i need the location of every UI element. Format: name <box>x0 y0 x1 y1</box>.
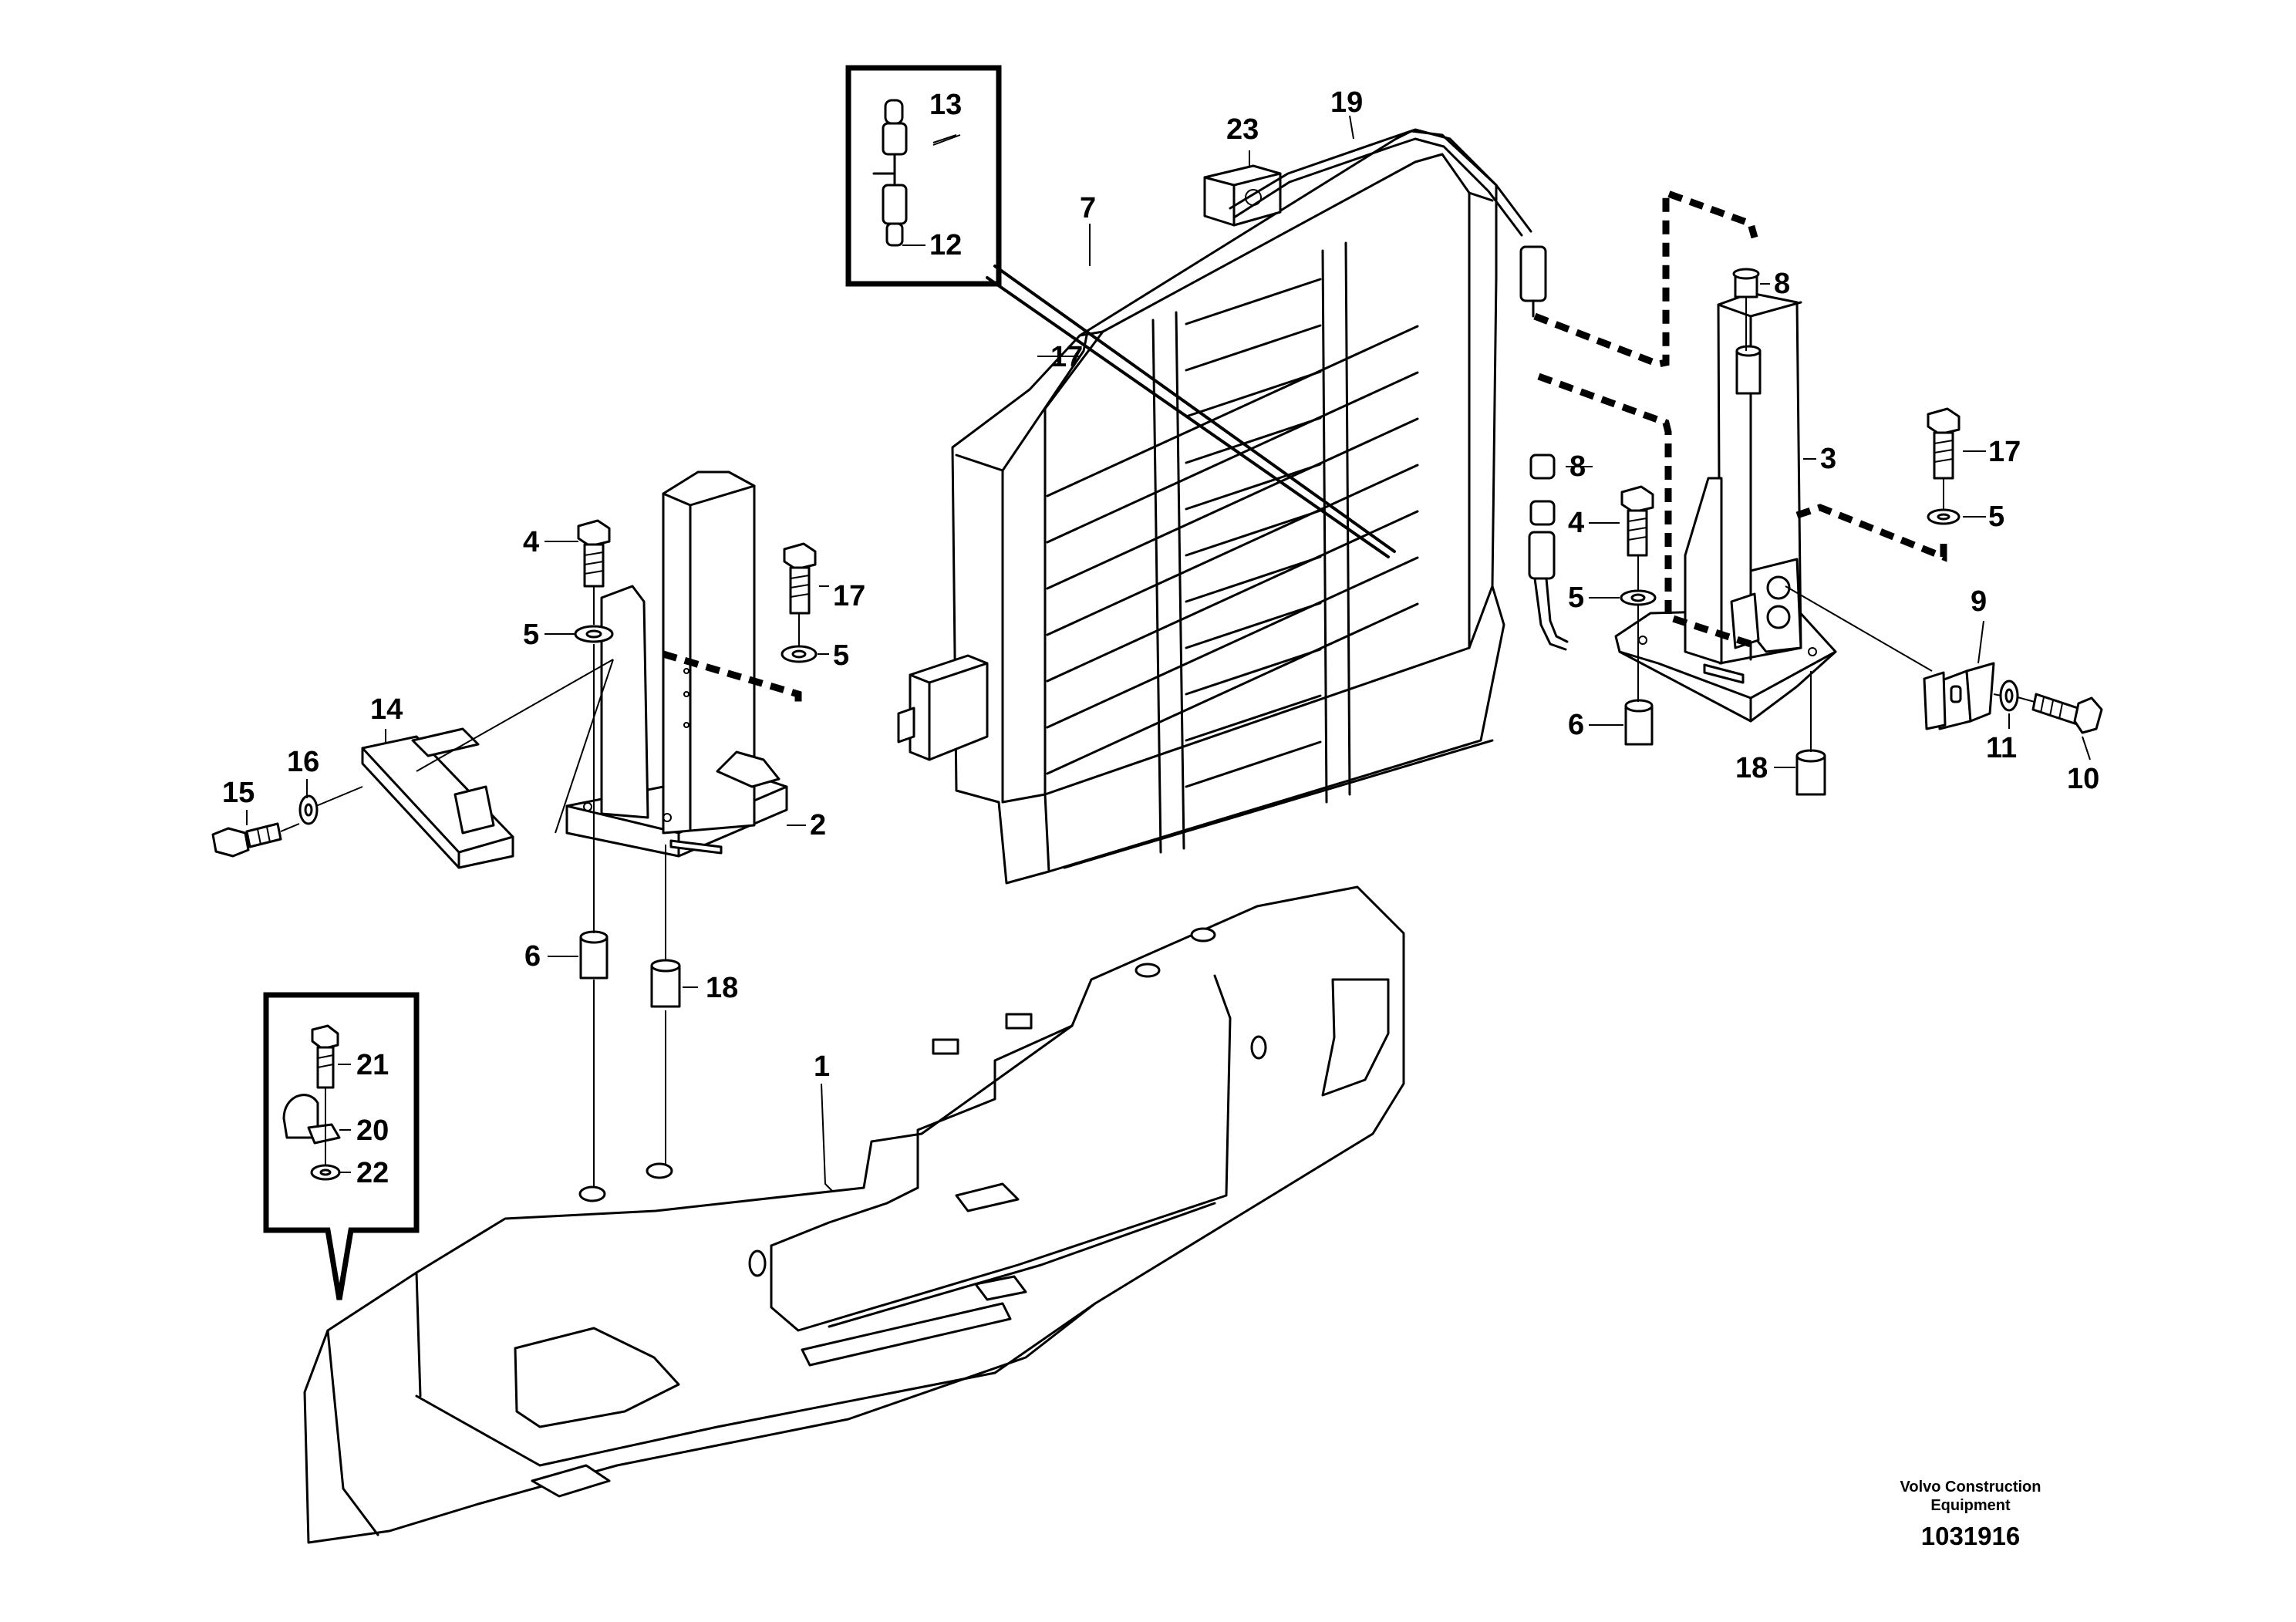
callout-10: 10 <box>2067 763 2099 795</box>
right-post-bracket <box>1614 292 1837 723</box>
callout-3: 3 <box>1820 443 1836 475</box>
document-number: 1031916 <box>1921 1522 2020 1550</box>
inset-box-top <box>845 65 1002 287</box>
callout-6-right: 6 <box>1568 709 1584 741</box>
leader-lines <box>246 115 2091 1192</box>
latch-14 <box>361 727 514 869</box>
callout-9: 9 <box>1971 585 1987 618</box>
callout-16: 16 <box>287 746 319 778</box>
washer-5-left-b <box>781 645 818 663</box>
callout-labels: 1 2 3 4 4 5 5 5 5 6 6 7 8 8 9 10 11 12 1… <box>222 86 2099 1189</box>
callout-5-left-a: 5 <box>523 619 539 651</box>
callout-1: 1 <box>814 1050 830 1083</box>
brand-line-1: Volvo Construction <box>1900 1479 2041 1496</box>
bolt-4-left <box>577 519 611 588</box>
callout-23: 23 <box>1226 113 1259 146</box>
callout-11: 11 <box>1986 732 2017 764</box>
callout-14: 14 <box>370 693 403 726</box>
callout-2: 2 <box>810 809 826 841</box>
callout-5-right-b: 5 <box>1988 501 2004 533</box>
callout-4-right: 4 <box>1568 507 1584 539</box>
left-post-bracket <box>565 470 788 858</box>
inset-box-bottom <box>263 992 420 1300</box>
hinge-9 <box>1923 662 1995 730</box>
callout-21: 21 <box>356 1049 389 1081</box>
assembly-dashed-lines <box>662 187 1947 708</box>
hose-19 <box>1229 128 1569 651</box>
callout-15: 15 <box>222 777 255 809</box>
radiator-screen <box>951 130 1505 885</box>
callout-18-right: 18 <box>1735 752 1768 784</box>
callout-5-left-b: 5 <box>833 639 849 672</box>
callout-12: 12 <box>929 229 962 261</box>
bolt-17-right <box>1927 407 1961 480</box>
callout-6-left: 6 <box>524 940 541 973</box>
callout-20: 20 <box>356 1114 389 1147</box>
callout-8-lower: 8 <box>1569 450 1586 483</box>
bolt-4-right <box>1620 485 1654 557</box>
washer-11 <box>1999 679 2019 712</box>
sleeves <box>579 268 1826 1008</box>
title-block: Volvo Construction Equipment 1031916 <box>1900 1479 2041 1550</box>
callout-18-left: 18 <box>706 972 738 1004</box>
inset-pointer-top <box>986 265 1396 558</box>
callout-17-screen: 17 <box>1050 341 1083 373</box>
counterweight <box>303 885 1405 1544</box>
callout-17-left: 17 <box>833 580 865 612</box>
callout-7: 7 <box>1080 192 1096 224</box>
lock-23 <box>1203 164 1282 227</box>
callout-19: 19 <box>1330 86 1363 119</box>
callout-22: 22 <box>356 1157 389 1189</box>
bolt-17-left <box>783 542 817 615</box>
callout-17-right: 17 <box>1988 436 2021 468</box>
brand-line-2: Equipment <box>1930 1497 2011 1514</box>
callout-4-left: 4 <box>523 526 539 558</box>
washer-5-right <box>1620 589 1657 606</box>
callout-5-right-a: 5 <box>1568 582 1584 614</box>
bolt-10 <box>2031 693 2103 734</box>
callout-13: 13 <box>929 89 962 121</box>
screen-latch-clip <box>897 654 989 761</box>
washer-5-right-b <box>1927 508 1961 525</box>
washer-5-left <box>574 625 614 643</box>
bolt-15 <box>211 822 282 858</box>
callout-8-upper: 8 <box>1774 268 1790 300</box>
washer-16 <box>298 794 319 825</box>
